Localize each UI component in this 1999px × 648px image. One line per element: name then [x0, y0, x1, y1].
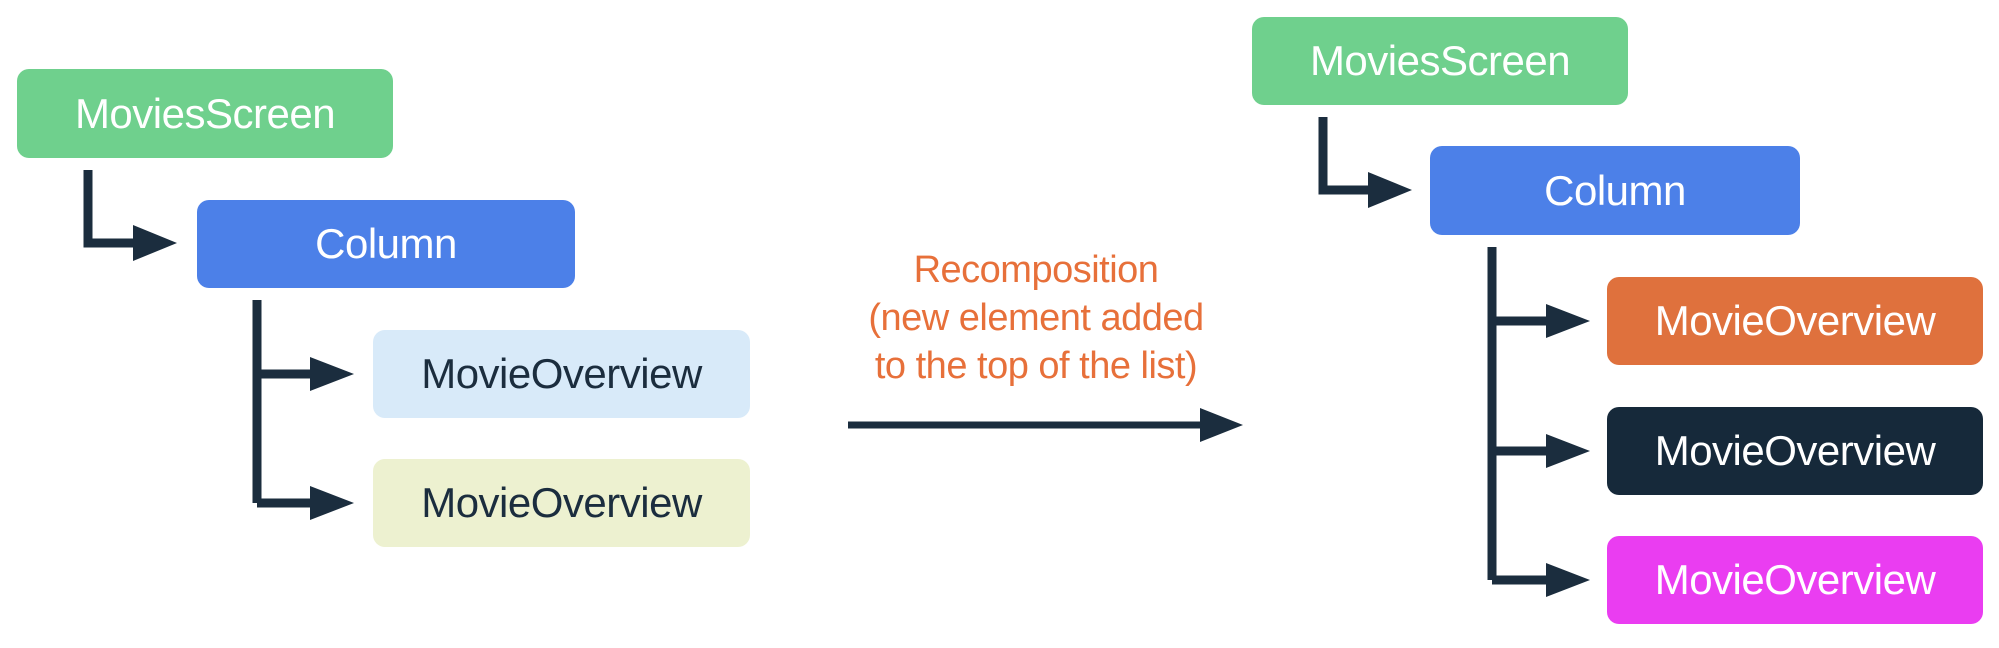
connector-after-root-to-column [1318, 117, 1368, 195]
node-column-after: Column [1430, 146, 1800, 235]
arrowhead-after-child-1-icon [1546, 304, 1590, 338]
arrowhead-after-child-3-icon [1546, 563, 1590, 597]
node-movie-overview-before-1: MovieOverview [373, 330, 750, 418]
arrowhead-before-column-icon [133, 225, 177, 261]
caption-line-1: Recomposition [913, 249, 1159, 291]
arrowhead-before-child-1-icon [310, 357, 354, 391]
node-movies-screen-before: MoviesScreen [17, 69, 393, 158]
node-movie-overview-after-3: MovieOverview [1607, 536, 1983, 624]
node-movie-overview-before-2: MovieOverview [373, 459, 750, 547]
node-movie-overview-after-1: MovieOverview [1607, 277, 1983, 365]
arrowhead-after-child-2-icon [1546, 434, 1590, 468]
node-movie-overview-after-2: MovieOverview [1607, 407, 1983, 495]
recomposition-caption: Recomposition (new element added to the … [786, 246, 1286, 390]
arrowhead-after-column-icon [1368, 172, 1412, 208]
recomposition-arrowhead-icon [1200, 408, 1243, 442]
node-movies-screen-after: MoviesScreen [1252, 17, 1628, 105]
connector-before-root-to-column [83, 170, 133, 248]
node-column-before: Column [197, 200, 575, 288]
arrowhead-before-child-2-icon [310, 486, 354, 520]
caption-line-2: (new element added [868, 297, 1204, 339]
caption-line-3: to the top of the list) [874, 345, 1198, 387]
